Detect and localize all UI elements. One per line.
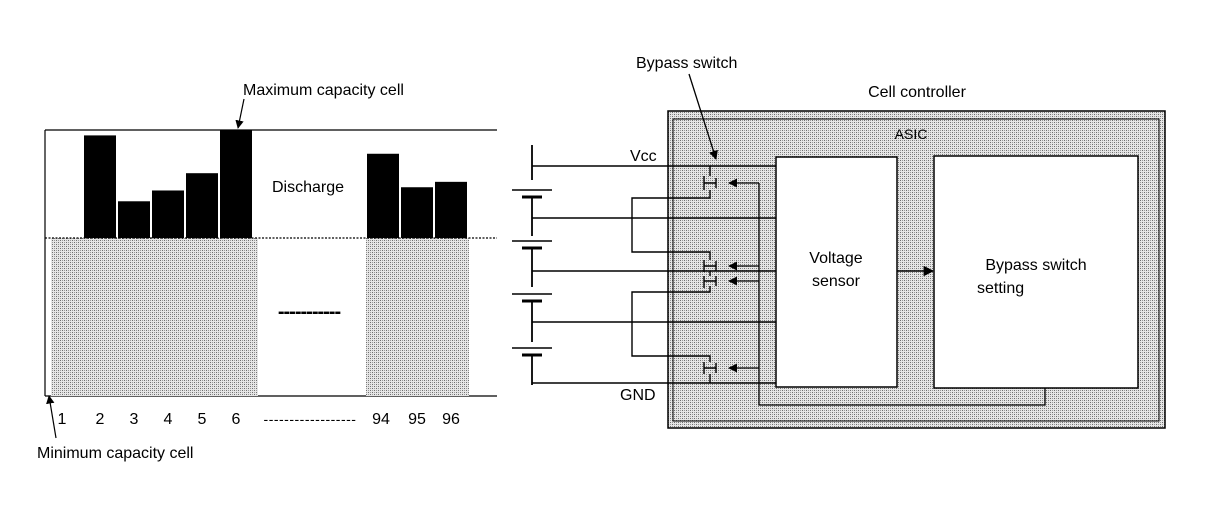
- remaining-capacity-block-right: [366, 238, 469, 396]
- gap-dashes: -----------: [278, 301, 341, 323]
- cell-bar-95: [401, 187, 433, 238]
- gnd-label: GND: [620, 387, 656, 404]
- cell-label-95: 95: [408, 411, 426, 428]
- voltage-sensor-label-line2: sensor: [812, 273, 861, 290]
- min-capacity-label: Minimum capacity cell: [37, 445, 193, 462]
- cell-label-2: 2: [96, 411, 105, 428]
- cell-capacity-panel: 1 2 3 4 5 6 94 95 96 Discharge ----------- -----…: [37, 82, 497, 462]
- cell-controller-label: Cell controller: [868, 84, 966, 101]
- max-capacity-label: Maximum capacity cell: [243, 82, 404, 99]
- cell-bar-96: [435, 181, 467, 238]
- feedback-bus: [758, 183, 1046, 406]
- cell-tap-wires: [532, 165, 776, 384]
- vcc-label: Vcc: [630, 148, 657, 165]
- cell-label-96: 96: [442, 411, 460, 428]
- cell-label-3: 3: [130, 411, 139, 428]
- cell-label-4: 4: [164, 411, 173, 428]
- cell-bar-2: [84, 135, 116, 238]
- bypass-switch-1: [703, 176, 717, 190]
- cell-label-6: 6: [232, 411, 241, 428]
- asic-label: ASIC: [895, 126, 928, 142]
- cell-bar-6: [220, 130, 252, 238]
- cell-bar-4: [152, 190, 184, 238]
- cell-bar-94: [367, 153, 399, 238]
- bypass-switch-pointer: [688, 73, 718, 160]
- battery-stack: [512, 145, 552, 385]
- bypass-switch-4: [703, 362, 717, 374]
- cell-bars: [84, 130, 467, 238]
- cell-label-5: 5: [198, 411, 207, 428]
- cell-bar-3: [118, 201, 150, 238]
- asic-inner-box: [672, 118, 1160, 422]
- max-capacity-pointer: [235, 98, 245, 129]
- bypass-setting-label-line1: Bypass switch: [985, 257, 1086, 274]
- bypass-switch-callout: Bypass switch: [636, 55, 737, 72]
- cell-number-labels: 1 2 3 4 5 6 94 95 96: [58, 411, 460, 428]
- bypass-switch-2: [703, 260, 717, 272]
- voltage-sensor-box: [775, 156, 898, 388]
- bypass-switches: [703, 176, 717, 374]
- bypass-setting-label-line2: setting: [977, 280, 1024, 297]
- bypass-setting-box: [933, 155, 1139, 389]
- cell-label-94: 94: [372, 411, 390, 428]
- remaining-capacity-block-left: [51, 238, 258, 396]
- cell-label-1: 1: [58, 411, 67, 428]
- voltage-sensor-label-line1: Voltage: [809, 250, 862, 267]
- min-capacity-pointer: [46, 395, 57, 439]
- cell-bar-5: [186, 173, 218, 238]
- axis-gap-dots: ------------------: [264, 411, 357, 427]
- cell-controller-panel: Cell controller ASIC Voltage sensor Bypa…: [512, 55, 1166, 429]
- discharge-label: Discharge: [272, 179, 344, 196]
- bypass-switch-3: [703, 276, 717, 288]
